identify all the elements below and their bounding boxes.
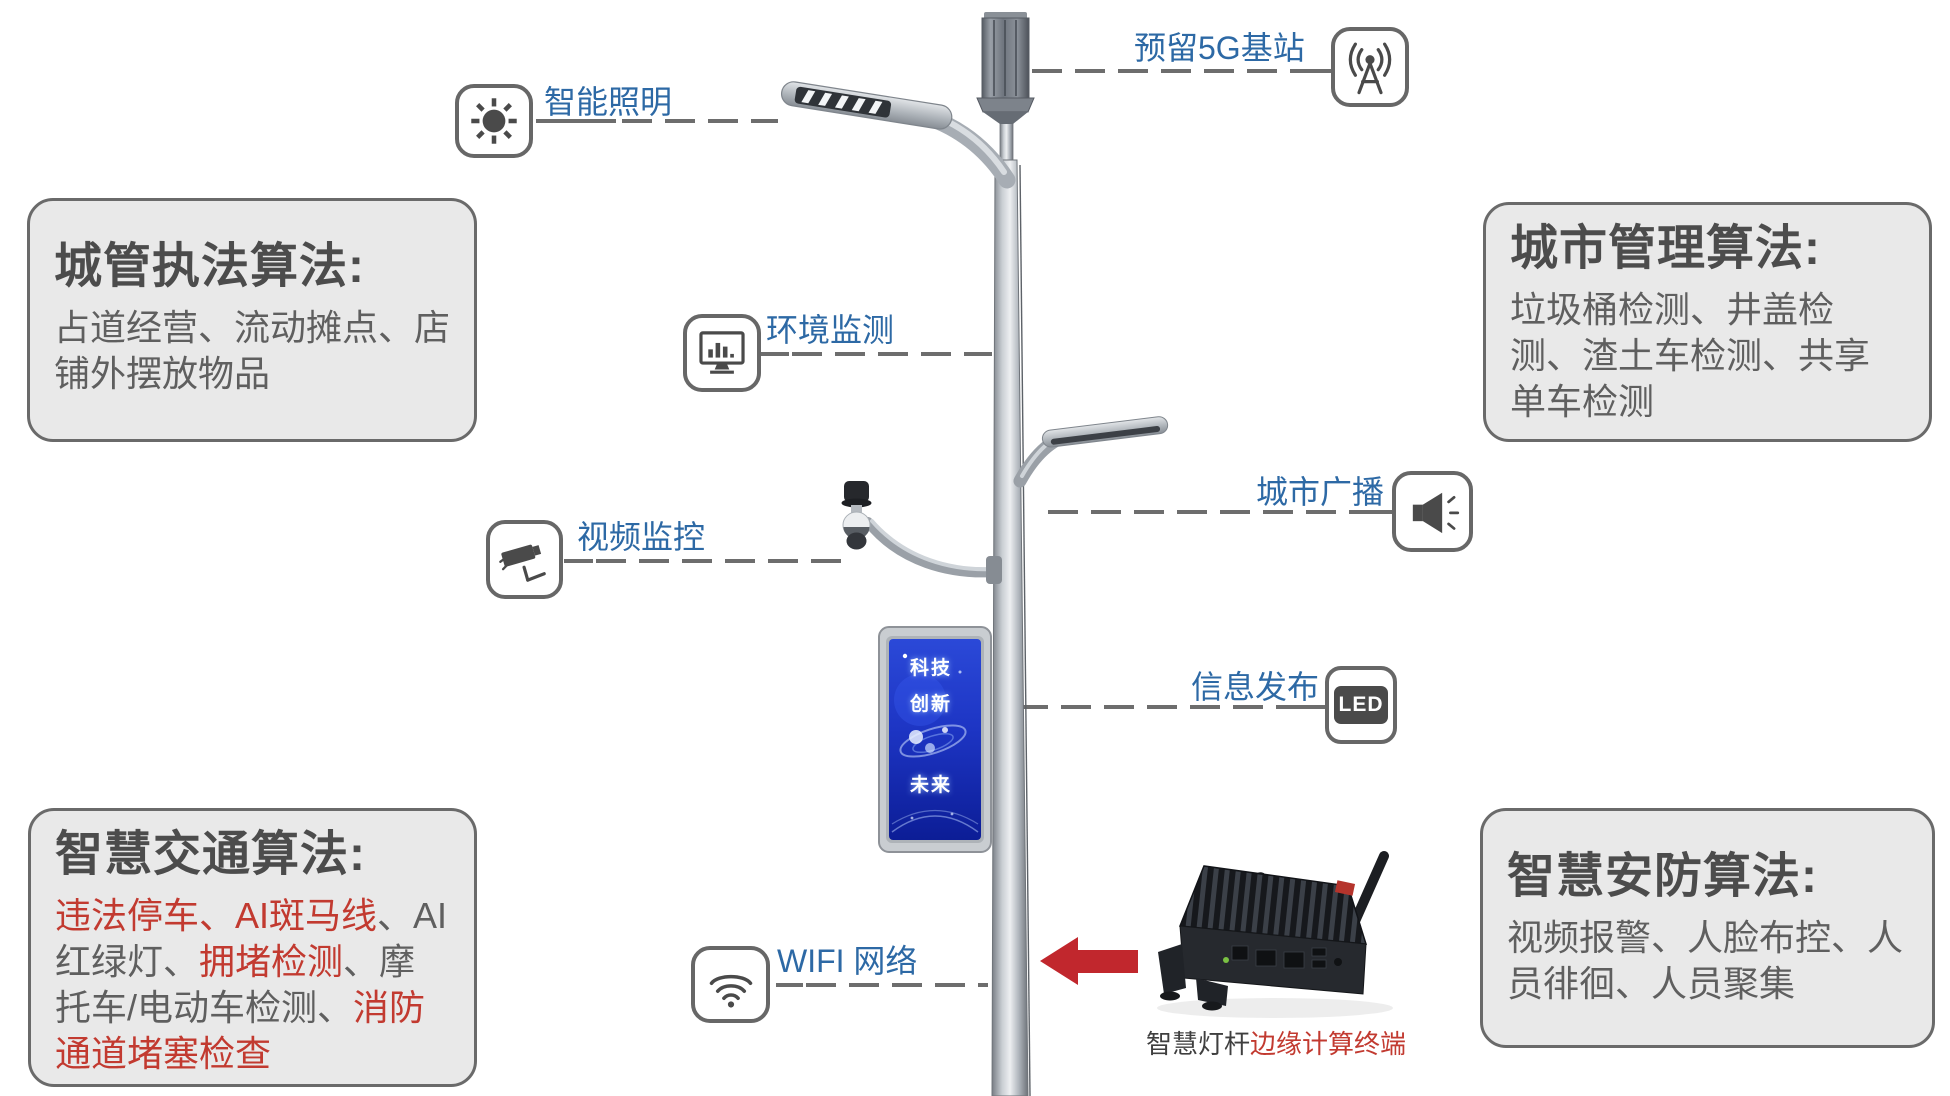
smart-traffic-body: 违法停车、AI斑马线、AI红绿灯、拥堵检测、摩托车/电动车检测、消防通道堵塞检查 [55,893,450,1077]
smart-security-body: 视频报警、人脸布控、人员徘徊、人员聚集 [1507,917,1904,1005]
smart-lighting-icon-tile [455,84,533,158]
reserved-5g-label: 预留5G基站 [1134,30,1305,66]
antenna-icon [1348,42,1392,95]
text-segment: AI红绿灯、 [55,895,448,983]
wifi-network-label: WIFI 网络 [777,943,918,979]
city-broadcast-icon-tile [1392,471,1473,552]
pole [991,95,1031,1096]
reserved-5g-icon-tile [1331,27,1409,107]
red-arrow [1040,937,1138,985]
5g-module [976,12,1035,124]
smart-traffic-title: 智慧交通算法: [55,828,366,881]
wifi-network-icon-tile [691,946,770,1023]
speaker-icon [1412,492,1459,533]
text-segment: 智慧灯杆 [1146,1029,1251,1059]
information-release-icon-tile: LED [1325,666,1397,744]
information-release-label: 信息发布 [1191,669,1320,705]
led-screen-line-3: 未来 [909,775,952,796]
smart-security-title: 智慧安防算法: [1507,850,1818,903]
smart-lighting-label: 智能照明 [544,84,673,120]
text-segment: 边缘计算终端 [1250,1029,1407,1059]
led-screen-line-2: 创新 [909,694,952,715]
city-broadcast-label: 城市广播 [1256,474,1385,510]
smart-security-box: 智慧安防算法: 视频报警、人脸布控、人员徘徊、人员聚集 [1480,808,1935,1048]
led-screen-line-1: 科技 [909,658,952,679]
city-management-box: 城市管理算法: 垃圾桶检测、井盖检测、渣土车检测、共享单车检测 [1483,202,1932,442]
monitor-chart-icon [699,331,745,374]
led-badge-icon: LED [1334,686,1388,724]
text-segment: 、 [377,895,414,937]
sun-icon [471,98,517,144]
video-surveillance-icon-tile [486,520,563,599]
led-display [878,626,992,853]
callout-lines [536,69,1394,987]
urban-enforcement-body: 占道经营、流动摊点、店铺外摆放物品 [54,307,451,395]
city-management-title: 城市管理算法: [1510,222,1821,275]
cctv-camera-icon [498,544,546,582]
text-segment: 消防通道堵塞检查 [55,987,426,1075]
urban-enforcement-title: 城管执法算法: [54,240,365,293]
text-segment: 违法停车、 [55,895,236,937]
ptz-camera [841,481,1002,584]
smart-traffic-box: 智慧交通算法: 违法停车、AI斑马线、AI红绿灯、拥堵检测、摩托车/电动车检测、… [28,808,477,1087]
edge-computing-device [1157,851,1393,1018]
secondary-lamp-head [1041,416,1169,448]
edge-terminal-caption: 智慧灯杆边缘计算终端 [1146,1030,1426,1059]
urban-enforcement-box: 城管执法算法: 占道经营、流动摊点、店铺外摆放物品 [27,198,477,442]
city-management-body: 垃圾桶检测、井盖检测、渣土车检测、共享单车检测 [1510,289,1871,423]
main-lamp-head [780,81,953,130]
text-segment: 拥堵检测 [199,941,344,983]
text-segment: 摩托车/电动车检测、 [55,941,416,1029]
text-segment: AI斑马线 [235,895,378,937]
text-segment: 、 [343,941,380,983]
environment-monitoring-label: 环境监测 [766,312,895,348]
environment-monitoring-icon-tile [683,314,761,392]
video-surveillance-label: 视频监控 [577,519,706,555]
wifi-icon [709,974,752,1008]
